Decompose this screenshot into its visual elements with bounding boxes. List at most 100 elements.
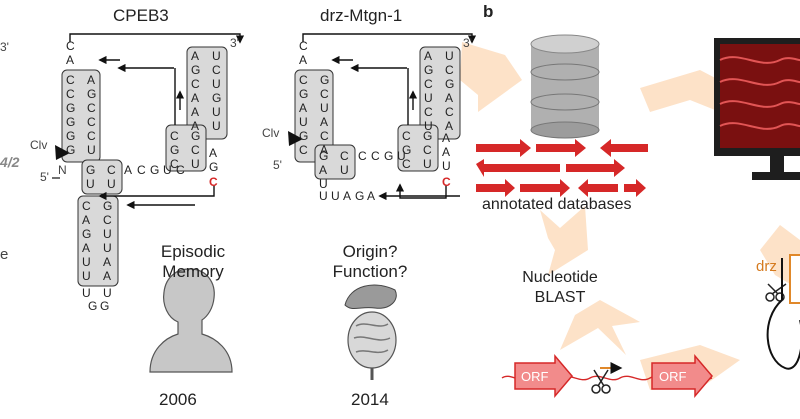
svg-text:C: C [371, 149, 380, 163]
svg-text:G: G [82, 227, 91, 241]
blast-caption: Nucleotide BLAST [512, 268, 608, 308]
svg-text:C: C [191, 77, 200, 91]
svg-text:U: U [82, 286, 91, 300]
svg-text:C: C [107, 163, 116, 177]
svg-text:C: C [137, 163, 146, 177]
svg-text:U: U [103, 227, 112, 241]
panel-b-label: b [483, 2, 494, 21]
cpeb3-p2-stem [186, 46, 228, 140]
svg-text:C: C [299, 143, 308, 157]
svg-text:C: C [170, 157, 179, 171]
svg-text:A: A [319, 163, 327, 177]
scissors-icon [591, 369, 611, 394]
svg-text:U: U [320, 101, 329, 115]
svg-text:C: C [445, 105, 454, 119]
svg-text:A: A [424, 49, 432, 63]
svg-text:A: A [103, 269, 111, 283]
svg-text:U: U [319, 189, 328, 203]
svg-text:C: C [320, 87, 329, 101]
database-icon [530, 34, 600, 139]
blast-caption-line2: BLAST [534, 289, 586, 306]
svg-text:G: G [103, 199, 112, 213]
orf-label-left: ORF [521, 369, 549, 384]
svg-text:G: G [150, 163, 159, 177]
svg-text:A: A [87, 73, 95, 87]
svg-text:G: G [191, 129, 200, 143]
svg-text:U: U [442, 159, 451, 173]
svg-text:C: C [82, 199, 91, 213]
svg-text:C: C [66, 87, 75, 101]
svg-text:U: U [445, 49, 454, 63]
svg-text:A: A [320, 143, 328, 157]
svg-text:G: G [423, 129, 432, 143]
svg-text:G: G [212, 91, 221, 105]
svg-text:A: A [66, 53, 74, 67]
svg-text:U: U [103, 286, 112, 300]
drz-five-prime: 5' [273, 158, 282, 172]
drz-schematic [766, 254, 800, 370]
svg-text:A: A [343, 189, 351, 203]
svg-text:U: U [397, 149, 406, 163]
drz-p1-stem [294, 69, 334, 163]
svg-text:U: U [424, 91, 433, 105]
svg-text:G: G [66, 115, 75, 129]
svg-text:G: G [355, 189, 364, 203]
cpeb3-p3-stem [165, 124, 207, 172]
svg-text:C: C [445, 63, 454, 77]
svg-text:A: A [191, 119, 199, 133]
cpeb3-caption: Episodic Memory [148, 242, 238, 282]
svg-text:A: A [320, 115, 328, 129]
cpeb3-cleaved-nucleotide: C [209, 175, 218, 189]
cpeb3-five-prime: 5' [40, 170, 49, 184]
svg-text:U: U [82, 255, 91, 269]
svg-text:G: G [320, 73, 329, 87]
svg-text:U: U [103, 241, 112, 255]
svg-text:A: A [124, 163, 132, 177]
svg-text:C: C [424, 77, 433, 91]
drz-junction-stem [314, 144, 356, 180]
drz-caption: Origin? Function? [320, 242, 420, 282]
svg-text:A: A [191, 49, 199, 63]
svg-text:A: A [191, 105, 199, 119]
svg-text:C: C [66, 73, 75, 87]
svg-text:C: C [66, 39, 75, 53]
svg-text:C: C [170, 129, 179, 143]
svg-text:C: C [299, 39, 308, 53]
svg-text:C: C [87, 115, 96, 129]
svg-text:A: A [191, 91, 199, 105]
left-edge-grey-text: 4/2 [0, 154, 20, 170]
svg-text:A: A [299, 101, 307, 115]
svg-text:C: C [358, 149, 367, 163]
svg-text:G: G [384, 149, 393, 163]
cpeb3-structure: CA CCG GGG AGC CCU AGC AAA UCU GUU CGC G… [52, 33, 245, 313]
svg-text:A: A [209, 146, 217, 160]
drz-caption-line2: Function? [332, 262, 408, 281]
svg-text:G: G [402, 143, 411, 157]
svg-text:G: G [66, 129, 75, 143]
svg-text:U: U [82, 269, 91, 283]
left-edge-letter: e [0, 246, 9, 263]
svg-text:A: A [442, 145, 450, 159]
cpeb3-caption-line1: Episodic [160, 242, 226, 261]
svg-text:A: A [445, 91, 453, 105]
svg-text:G: G [299, 87, 308, 101]
svg-text:U: U [191, 157, 200, 171]
drz-three-prime: 3' [463, 36, 472, 50]
svg-text:G: G [170, 143, 179, 157]
svg-text:U: U [163, 163, 172, 177]
svg-text:A: A [442, 131, 450, 145]
svg-text:A: A [445, 119, 453, 133]
blast-caption-line1: Nucleotide [522, 269, 598, 286]
svg-text:C: C [299, 73, 308, 87]
svg-text:C: C [87, 129, 96, 143]
human-head-icon [149, 268, 233, 373]
svg-text:U: U [212, 77, 221, 91]
svg-text:U: U [423, 157, 432, 171]
svg-text:A: A [299, 53, 307, 67]
drz-p3-stem [397, 124, 439, 172]
svg-text:G: G [445, 77, 454, 91]
cpeb3-clv-arrowhead [55, 145, 70, 160]
drz-structure: CA CGA UGC GCU ACA AGC UCU UCG ACA CGC G… [288, 33, 477, 203]
svg-text:G: G [191, 63, 200, 77]
